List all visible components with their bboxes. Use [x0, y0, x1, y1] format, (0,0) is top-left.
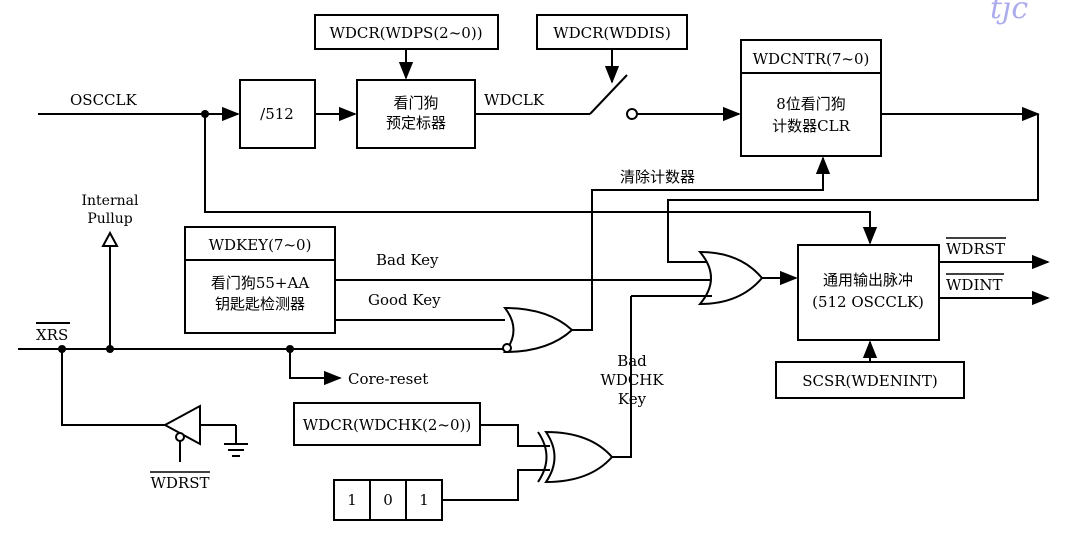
wdkey-label: WDKEY(7~0)	[209, 236, 312, 254]
wdps-register-block: WDCR(WDPS(2~0))	[314, 14, 499, 50]
counter-label-2: 计数器CLR	[772, 117, 850, 135]
key-detector-block: WDKEY(7~0) 看门狗55+AA 钥匙匙检测器	[184, 226, 336, 334]
or-gate	[697, 250, 764, 306]
xrs-label: XRS	[36, 326, 68, 344]
divide-512-block: /512	[239, 79, 316, 149]
bit-2: 0	[383, 491, 393, 509]
bit-3: 1	[419, 491, 429, 509]
wddis-label: WDCR(WDDIS)	[553, 24, 671, 42]
counter-label-1: 8位看门狗	[776, 95, 846, 113]
good-key-gate	[502, 306, 574, 354]
scsr-label: SCSR(WDENINT)	[802, 372, 938, 390]
prescaler-label-1: 看门狗	[393, 94, 438, 112]
fixed-bits-block: 1 0 1	[333, 479, 443, 521]
watchdog-counter-block: WDCNTR(7~0) 8位看门狗 计数器CLR	[740, 39, 882, 157]
key-logic-wires	[335, 156, 831, 331]
bit-1: 1	[347, 491, 357, 509]
internal-pullup-label-2: Pullup	[87, 211, 132, 227]
clear-counter-label: 清除计数器	[620, 168, 695, 186]
osc-label: OSCCLK	[70, 91, 137, 109]
clock-path-wires	[38, 49, 1040, 263]
good-key-label: Good Key	[368, 291, 441, 309]
osc-branch-wires	[204, 114, 878, 245]
bad-wdchk-label-3: Key	[618, 390, 647, 408]
prescaler-block: 看门狗 预定标器	[356, 79, 476, 149]
key-detector-label-1: 看门狗55+AA	[211, 274, 309, 292]
watermark: tjc	[990, 0, 1028, 26]
key-detector-label-2: 钥匙匙检测器	[215, 295, 305, 313]
core-reset-label: Core-reset	[348, 370, 428, 388]
wddis-register-block: WDCR(WDDIS)	[536, 14, 688, 50]
wdrst-buffer	[61, 349, 248, 462]
wdclk-label: WDCLK	[484, 91, 545, 109]
internal-pullup-label-1: Internal	[82, 193, 140, 209]
bad-wdchk-label-2: WDCHK	[600, 371, 664, 389]
wdps-label: WDCR(WDPS(2~0))	[329, 24, 482, 42]
wdchk-xor-gate	[442, 296, 632, 501]
wdchk-label: WDCR(WDCHK(2~0))	[303, 416, 472, 434]
bad-key-label: Bad Key	[376, 251, 439, 269]
wdchk-register-block: WDCR(WDCHK(2~0))	[293, 402, 481, 446]
xrs-wires	[18, 230, 503, 386]
divide-512-label: /512	[260, 105, 294, 123]
output-pulse-block: 通用输出脉冲 (512 OSCCLK)	[797, 244, 940, 341]
wdcntr-label: WDCNTR(7~0)	[753, 50, 870, 68]
wdint-output-label: WDINT	[946, 276, 1003, 294]
wdrst-bottom-label: WDRST	[150, 474, 209, 492]
bad-wdchk-label-1: Bad	[617, 352, 647, 370]
pulse-output-wires	[862, 254, 1050, 362]
wdrst-output-label: WDRST	[946, 240, 1005, 258]
pulse-label-2: (512 OSCCLK)	[812, 293, 924, 311]
pulse-label-1: 通用输出脉冲	[823, 271, 913, 289]
prescaler-label-2: 预定标器	[386, 114, 446, 132]
scsr-register-block: SCSR(WDENINT)	[775, 361, 965, 399]
